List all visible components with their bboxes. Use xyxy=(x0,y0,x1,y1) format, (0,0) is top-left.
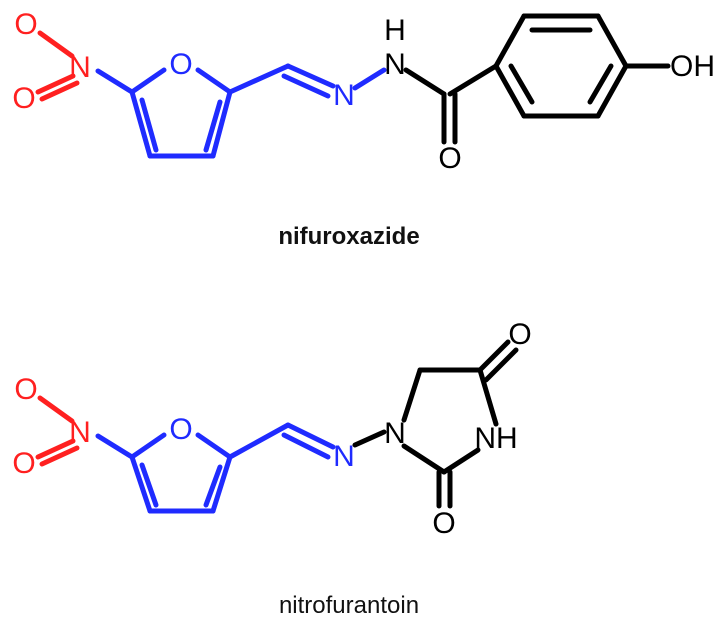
carbonyl-oxygen-label: O xyxy=(432,507,455,540)
imine-nitrogen-label: N xyxy=(333,79,355,112)
nitro-oxygen-label: O xyxy=(12,447,35,480)
nitro-nitrogen-label: N xyxy=(69,416,91,449)
compound-name-nifuroxazide: nifuroxazide xyxy=(278,223,419,250)
nifuroxazide-structure: O N O O N H N O OH xyxy=(12,8,715,175)
nitro-oxygen-label: O xyxy=(12,82,35,115)
nitrofurantoin-nitro-bonds xyxy=(35,395,80,467)
nitro-nitrogen-label: N xyxy=(69,51,91,84)
furan-oxygen-label: O xyxy=(169,413,192,446)
hydrazide-nitrogen-label: N xyxy=(384,48,406,81)
ring-nitrogen-label: N xyxy=(384,417,406,450)
nitrofurantoin-structure: O N O O N N O NH O xyxy=(12,318,531,540)
nitro-oxygen-label: O xyxy=(14,373,37,406)
compound-name-nitrofurantoin: nitrofurantoin xyxy=(279,592,419,619)
nifuroxazide-benzamide-bonds xyxy=(403,13,671,145)
hydrazide-hydrogen-label: H xyxy=(384,14,406,47)
hydroxyl-label: OH xyxy=(670,50,715,83)
carbonyl-oxygen-label: O xyxy=(508,318,531,351)
nitrofurantoin-hydantoin-bonds xyxy=(352,339,519,509)
nitrofurantoin-furan-bonds xyxy=(95,422,336,514)
nifuroxazide-furan-bonds xyxy=(95,63,387,159)
imide-nh-label: NH xyxy=(474,422,517,455)
imine-nitrogen-label: N xyxy=(333,440,355,473)
furan-oxygen-label: O xyxy=(169,48,192,81)
carbonyl-oxygen-label: O xyxy=(438,142,461,175)
nitro-oxygen-label: O xyxy=(14,8,37,41)
nifuroxazide-nitro-bonds xyxy=(35,30,80,102)
